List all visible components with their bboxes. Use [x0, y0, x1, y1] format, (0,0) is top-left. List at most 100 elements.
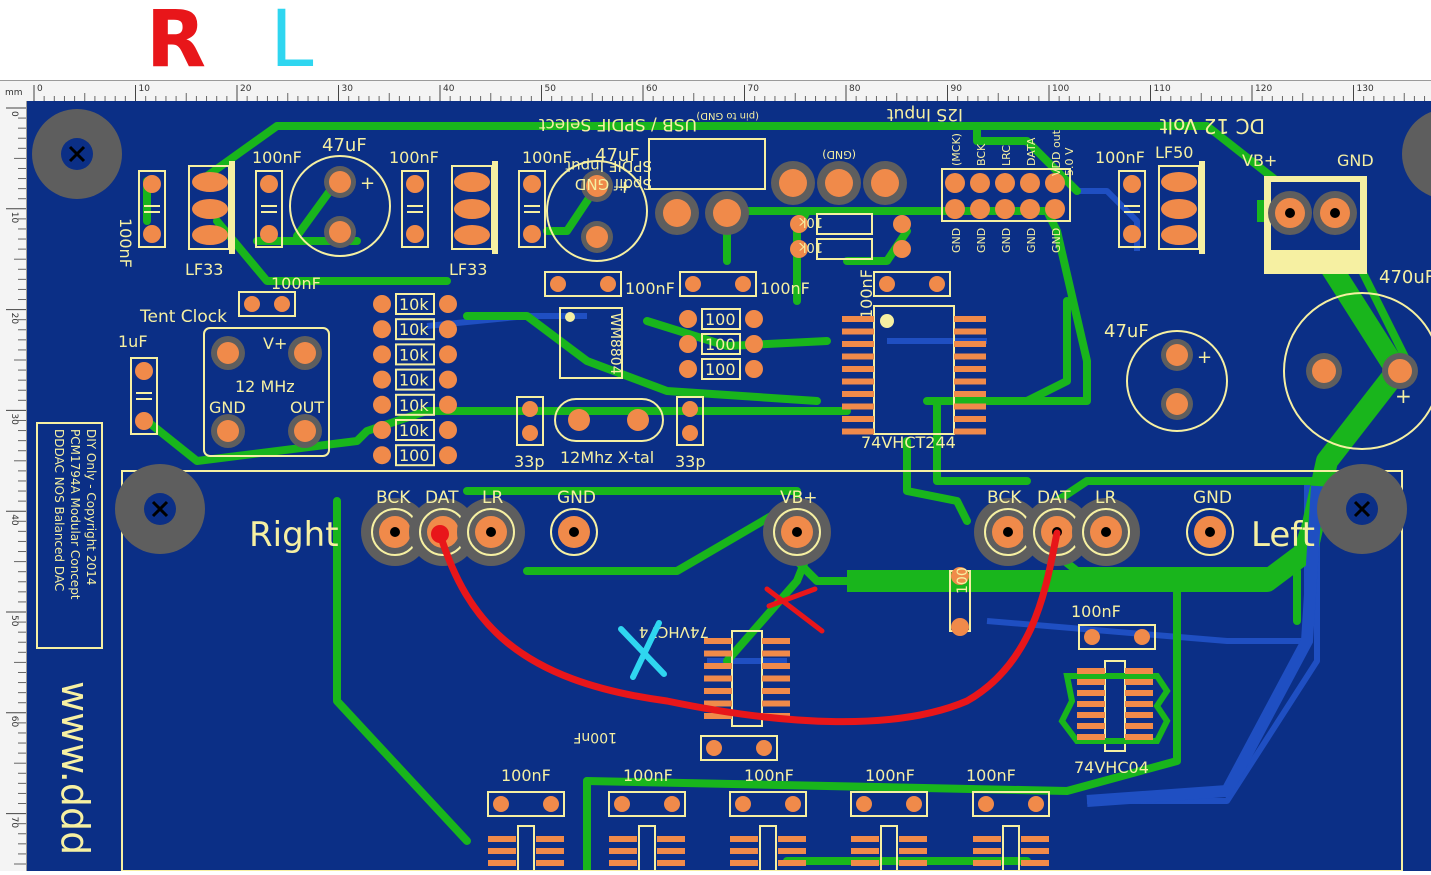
- red-cross-mark: [764, 586, 825, 634]
- resistor-label: 10k: [399, 320, 429, 339]
- resistor-body: [395, 343, 435, 366]
- regulator-lf33-mid[interactable]: [451, 161, 498, 254]
- ic-pin: [609, 848, 637, 854]
- cap-100nf-6-label: 100nF: [271, 274, 321, 293]
- ic-pin: [1077, 690, 1105, 696]
- resistor-label: 100: [705, 360, 736, 379]
- lf50-label: LF50: [1155, 143, 1193, 162]
- crystal-label: 12Mhz X-tal: [560, 448, 654, 467]
- i2s-pin-data: DATA: [1025, 137, 1038, 166]
- resistor-pad: [373, 395, 391, 414]
- resistor-pad: [439, 370, 457, 389]
- ruler-left-label: 10: [9, 212, 19, 224]
- ic-pin: [730, 836, 758, 842]
- ic-pin: [899, 860, 927, 866]
- mount-hole-top-right: [1402, 111, 1431, 197]
- spdif-pads[interactable]: [655, 191, 749, 235]
- ruler-top-label: 130: [1357, 84, 1374, 94]
- ic-74vhc04-label: 74VHC04: [1074, 758, 1149, 777]
- tent-clock-label: Tent Clock: [139, 307, 227, 327]
- resistor-pad: [439, 395, 457, 414]
- ic-74vhc04[interactable]: [1058, 660, 1171, 752]
- i2s-header[interactable]: [941, 168, 1071, 222]
- i2s-gnd-5: GND: [1050, 228, 1063, 253]
- ic-pin: [954, 416, 986, 422]
- ic-pin: [762, 675, 790, 682]
- ic-pin: [842, 316, 874, 322]
- i2s-pad: [945, 199, 965, 219]
- ic-pin: [973, 836, 1001, 842]
- resistor-pad: [373, 345, 391, 364]
- right-lr-label: LR: [482, 488, 503, 508]
- wm8804-chip[interactable]: [559, 307, 623, 379]
- ic-pin: [973, 848, 1001, 854]
- resistor-pad: [745, 335, 763, 353]
- lf33-mid-label: LF33: [449, 260, 487, 279]
- ic-pin: [1077, 679, 1105, 685]
- cap-47uf-left[interactable]: +: [289, 155, 391, 257]
- ic-pin: [851, 860, 879, 866]
- clock-freq-label: 12 MHz: [235, 377, 295, 396]
- clock-gnd-label: GND: [209, 398, 246, 417]
- cap-470uf[interactable]: +: [1283, 292, 1431, 450]
- cap-1uf-label: 1uF: [118, 332, 148, 351]
- dc-input-connector[interactable]: [1264, 176, 1367, 274]
- ic-pin: [536, 860, 564, 866]
- vb-plus-pad[interactable]: [763, 498, 831, 566]
- left-gnd-label: GND: [1193, 488, 1232, 508]
- cap-100nf-1-label: 100nF: [252, 148, 302, 167]
- ic-pin: [704, 713, 732, 719]
- ic-pin: [842, 416, 874, 422]
- usb-spdif-label: USB / SPDIF Select: [538, 114, 697, 134]
- ic-74vhc74[interactable]: [704, 630, 790, 727]
- right-gnd-label: GND: [557, 488, 596, 508]
- i2s-pad: [970, 173, 990, 193]
- ruler-top-label: 120: [1255, 84, 1272, 94]
- red-jumper-wire: [436, 529, 1061, 726]
- right-channel-pads[interactable]: [361, 498, 598, 566]
- ic-pin: [1021, 848, 1049, 854]
- clock-oscillator[interactable]: [203, 327, 330, 457]
- i2s-pad: [970, 199, 990, 219]
- resistor-pad: [373, 295, 391, 313]
- ic-pin: [1077, 668, 1105, 674]
- copyright-line-2: PCM1794A Modular Concept: [68, 429, 82, 600]
- resistor-body: [395, 419, 435, 441]
- clock-out-label: OUT: [290, 398, 324, 417]
- regulator-lf33-left[interactable]: [188, 161, 235, 254]
- ic-pin: [954, 341, 986, 347]
- cap-33p-a-label: 33p: [514, 452, 545, 471]
- ic-pin: [1125, 712, 1153, 718]
- ic-pin: [899, 848, 927, 854]
- pcb-board-view[interactable]: DC 12 Volt VB+ GND + 470uF + 47uF + 47uF…: [27, 101, 1431, 875]
- cap-100nf-15-label: 100nF: [857, 269, 876, 319]
- resistor-label: 100: [705, 310, 736, 329]
- cap-47uf-right[interactable]: +: [1126, 330, 1228, 432]
- ic-pin: [657, 860, 685, 866]
- left-bck-label: BCK: [987, 488, 1022, 508]
- ic-pin: [954, 316, 986, 322]
- ic-74vhct244[interactable]: [842, 305, 986, 435]
- cap-100nf-4-label: 100nF: [1095, 148, 1145, 167]
- cap-47uf-right-label: 47uF: [1104, 321, 1149, 342]
- usb-spdif-select-pads[interactable]: [771, 161, 907, 205]
- lf33-left-label: LF33: [185, 260, 223, 279]
- resistor-pad: [373, 370, 391, 389]
- resistor-pad: [745, 310, 763, 328]
- crystal-12mhz[interactable]: [554, 398, 664, 442]
- ic-pin: [954, 328, 986, 335]
- regulator-lf50[interactable]: [1158, 161, 1205, 254]
- ruler-left-label: 50: [9, 615, 19, 627]
- ic-pin: [488, 836, 516, 842]
- ic-pin: [851, 848, 879, 854]
- vb-plus-top-label: VB+: [1242, 151, 1277, 170]
- resistor-body: [701, 333, 741, 355]
- ruler-top-label: 110: [1154, 84, 1171, 94]
- spdif-input-box[interactable]: [648, 138, 766, 190]
- ic-pin: [954, 353, 986, 360]
- ruler-left-label: 20: [9, 313, 19, 325]
- cap-47uf-mid[interactable]: +: [546, 160, 648, 262]
- select-res-1-label: 10k: [798, 214, 823, 229]
